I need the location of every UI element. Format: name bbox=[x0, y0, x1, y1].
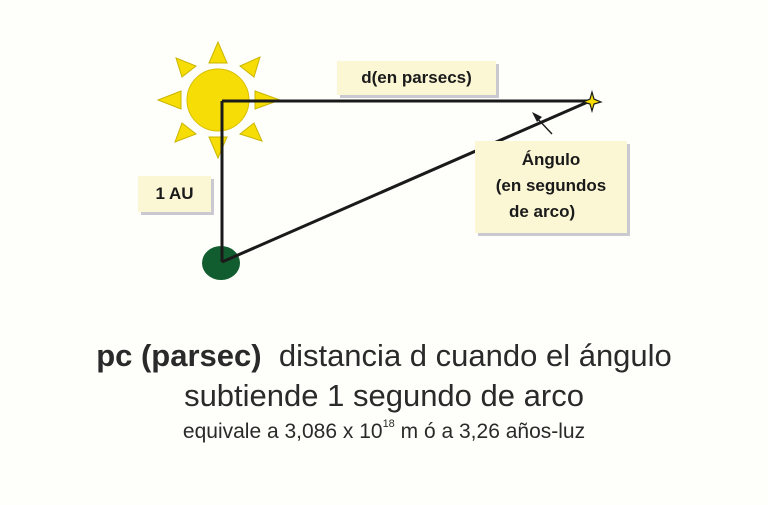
definition-line-1: pc (parsec) distancia d cuando el ángulo bbox=[0, 338, 768, 374]
distance-label: d(en parsecs) bbox=[337, 61, 496, 95]
equivalence-prefix: equivale a 3,086 x 10 bbox=[182, 420, 383, 443]
sun-ray-left bbox=[156, 90, 182, 110]
sun-ray-up-right bbox=[239, 56, 261, 78]
equivalence-suffix: m ó a 3,26 años-luz bbox=[394, 420, 586, 443]
sun-ray-up bbox=[208, 40, 228, 64]
equivalence-exponent: 18 bbox=[382, 418, 395, 430]
angle-label-line2: (en segundos bbox=[495, 176, 607, 195]
parsec-term: pc (parsec) bbox=[96, 338, 262, 373]
equivalence-line: equivale a 3,086 x 1018 m ó a 3,26 años-… bbox=[0, 418, 768, 444]
parallax-diagram bbox=[156, 40, 603, 280]
sun-icon bbox=[156, 40, 282, 160]
angle-pointer-arrow bbox=[532, 112, 553, 135]
baseline-label: 1 AU bbox=[138, 176, 211, 212]
sun-ray-up-left bbox=[175, 57, 197, 78]
sun-ray-down-right bbox=[238, 122, 263, 142]
earth-icon bbox=[202, 246, 240, 280]
star-icon bbox=[581, 89, 603, 114]
angle-label-line1: Ángulo bbox=[521, 150, 581, 169]
definition-line-2: subtiende 1 segundo de arco bbox=[184, 378, 584, 413]
angle-label: Ángulo (en segundos de arco) bbox=[475, 141, 627, 233]
angle-label-line3: de arco) bbox=[509, 202, 576, 221]
definition-text-1: distancia d cuando el ángulo bbox=[278, 338, 672, 373]
hypotenuse-line bbox=[221, 99, 591, 264]
sun-ray-down bbox=[208, 136, 228, 160]
sun-ray-down-left bbox=[174, 122, 198, 143]
